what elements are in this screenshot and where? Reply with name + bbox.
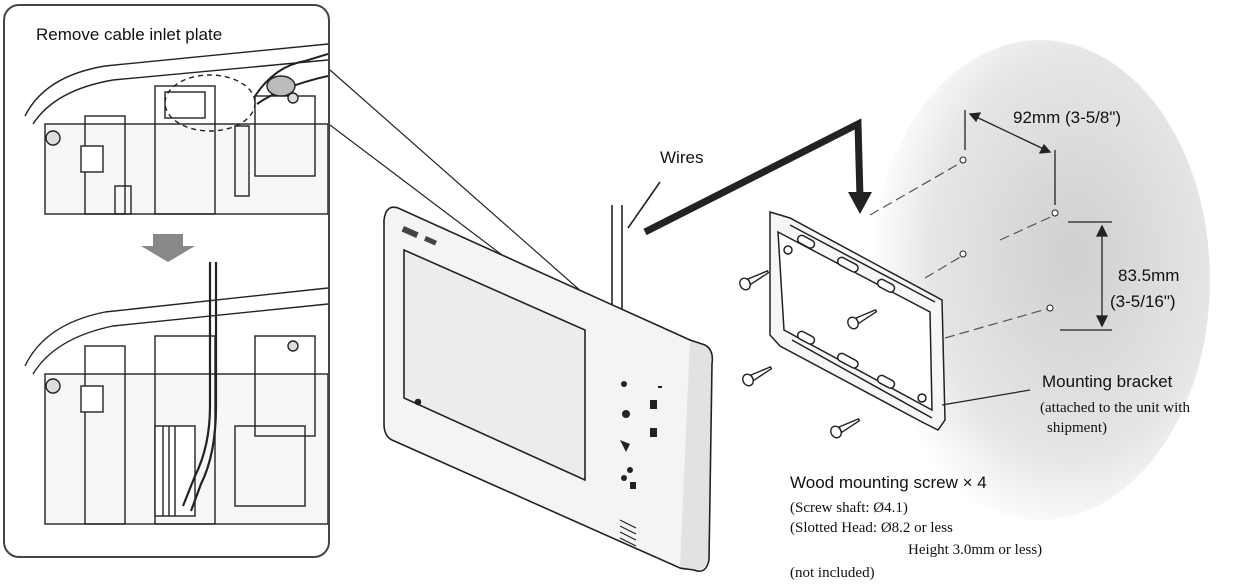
inset-top-view xyxy=(24,43,328,215)
inset-panel xyxy=(3,4,330,558)
screw-title-label: Wood mounting screw × 4 xyxy=(790,473,987,492)
not-included-label: (not included) xyxy=(790,565,875,581)
wall-shadow xyxy=(870,40,1210,520)
screw-head-label: (Slotted Head: Ø8.2 or less xyxy=(790,520,953,536)
remove-plate-label: Remove cable inlet plate xyxy=(36,25,223,44)
zoom-leader-line xyxy=(329,69,626,331)
height-dimension-inch-label: (3-5/16") xyxy=(1110,292,1176,311)
bracket-note-label-2: shipment) xyxy=(1047,420,1107,436)
screw-holes xyxy=(959,156,1059,312)
wood-screw-icon xyxy=(739,270,878,439)
inset-illustration xyxy=(24,43,328,525)
screw-shaft-label: (Screw shaft: Ø4.1) xyxy=(790,500,908,516)
alignment-lines xyxy=(869,161,1056,339)
width-dimension-label: 92mm (3-5/8") xyxy=(1013,108,1122,127)
inset-bottom-view xyxy=(24,262,328,525)
monitor-unit xyxy=(383,206,714,573)
speaker-grille xyxy=(619,519,637,547)
bracket-leader-line xyxy=(941,389,1031,406)
bracket-title-label: Mounting bracket xyxy=(1042,372,1173,391)
monitor-buttons xyxy=(620,381,662,489)
height-dimension-label: 83.5mm xyxy=(1118,266,1180,285)
wires-label: Wires xyxy=(660,148,704,167)
bracket-note-label: (attached to the unit with xyxy=(1040,400,1190,416)
screw-height-label: Height 3.0mm or less) xyxy=(908,542,1043,558)
dimension-lines xyxy=(964,110,1112,331)
mounting-arrow xyxy=(643,118,872,236)
step-arrow-icon xyxy=(141,234,195,262)
